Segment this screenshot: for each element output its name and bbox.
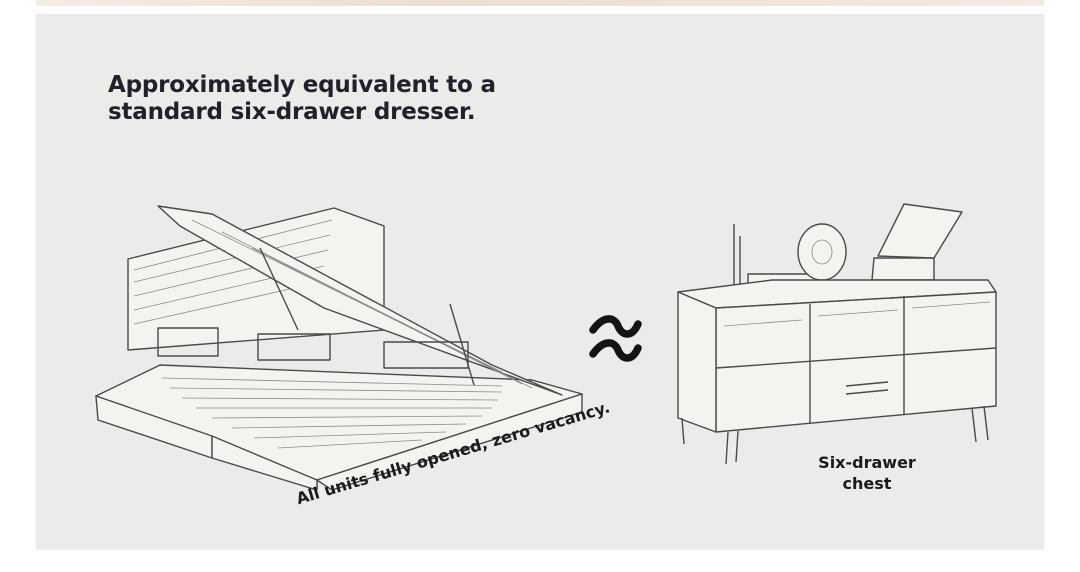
chest-caption-line-1: Six-drawer [818, 453, 916, 472]
top-decorative-strip [36, 0, 1044, 6]
approximately-equal-icon [589, 315, 642, 362]
content-panel: Approximately equivalent to a standard s… [36, 14, 1044, 550]
chest-caption: Six-drawer chest [806, 452, 928, 494]
chest-caption-line-2: chest [842, 474, 892, 493]
storage-bed-illustration [95, 205, 583, 490]
headline: Approximately equivalent to a standard s… [108, 72, 496, 126]
six-drawer-chest-illustration [677, 203, 997, 465]
headline-line-2: standard six-drawer dresser. [108, 99, 476, 125]
headline-line-1: Approximately equivalent to a [108, 72, 496, 98]
